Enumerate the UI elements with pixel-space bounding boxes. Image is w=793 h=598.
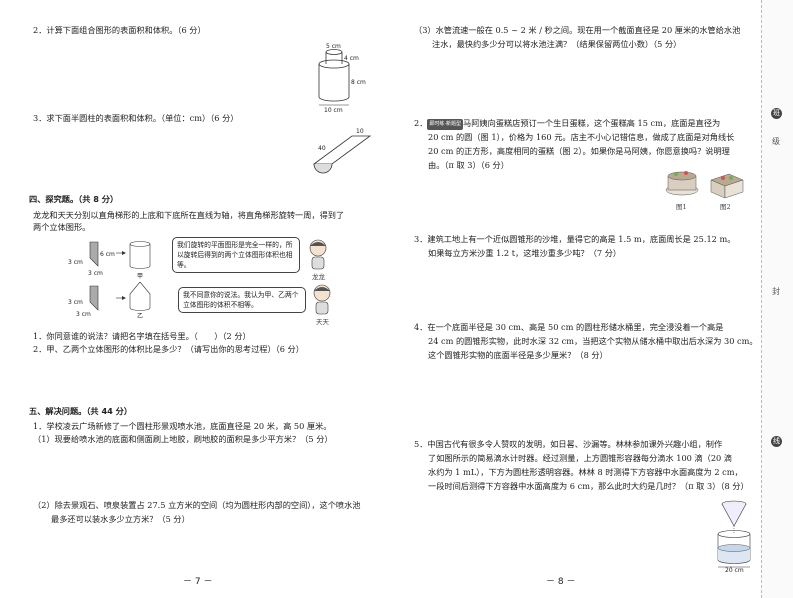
page-8: （3）水管流速一般在 0.5 ~ 2 米 / 秒之间。现在用一个截面直径是 20…	[396, 0, 761, 598]
gutter-mark-1: 班	[771, 108, 782, 119]
trap1-long: 6 cm	[100, 251, 115, 258]
question-2-text: 马阿姨向蛋糕店预订一个生日蛋糕，这个蛋糕高 15 cm，底面是直径为	[463, 118, 721, 128]
water-clock-figure: 20 cm	[717, 500, 751, 574]
top-diameter-label: 5 cm	[326, 43, 341, 50]
q1-part-3-line1: （3）水管流速一般在 0.5 ~ 2 米 / 秒之间。现在用一个截面直径是 20…	[414, 25, 741, 35]
longlong-name: 龙龙	[312, 273, 325, 281]
figure-2-caption: 图2	[720, 203, 731, 211]
question-2-line2: 20 cm 的圆（图 1），价格为 160 元。店主不小心记错信息，做成了底面是…	[428, 132, 735, 142]
trap2-short: 3 cm	[76, 311, 91, 318]
length-label: 40	[318, 145, 326, 152]
question-4-line2: 24 cm 的圆锥形实物，此时水深 32 cm，当把这个实物从储水桶中取出后水深…	[428, 336, 758, 346]
question-3-line1: 3．建筑工地上有一个近似圆锥形的沙堆，量得它的高是 1.5 m，底面周长是 25…	[414, 234, 736, 244]
bottom-diameter-label: 10 cm	[324, 107, 343, 114]
diameter-label: 10	[356, 128, 364, 135]
section-4-intro-line1: 龙龙和天天分别以直角梯形的上底和下底所在直线为轴，将直角梯形旋转一周，得到了	[33, 210, 345, 220]
question-3-line2: 如果每立方米沙重 1.2 t，这堆沙重多少吨？（7 分）	[428, 248, 622, 258]
section-4-heading: 四、探究题。（共 8 分）	[29, 194, 119, 204]
square-cake-image	[710, 173, 744, 199]
question-2-line3: 20 cm 的正方形，高度相同的蛋糕（图 2）。如果你是马阿姨，你愿意换吗？说明…	[428, 146, 730, 156]
page-7: 2．计算下面组合图形的表面积和体积。（6 分） 5 cm 4 cm 8 cm 1…	[0, 0, 396, 598]
question-4-line3: 这个圆锥形实物的底面半径是多少厘米？（8 分）	[428, 350, 608, 360]
section-4-question-2: 2．甲、乙两个立体图形的体积比是多少？（请写出你的思考过程）（6 分）	[33, 344, 304, 354]
question-2-number: 2．	[414, 118, 428, 128]
figure-1-caption: 图1	[676, 203, 687, 211]
page-number-right: － 8 －	[546, 577, 576, 587]
gutter-mark-2: 级	[772, 137, 780, 146]
longlong-avatar	[309, 239, 327, 270]
question-5-line3: 水约为 1 mL），下方为圆柱形透明容器。林林 8 时测得下方容器中水面高度为 …	[428, 467, 743, 477]
q1-part-3-line2: 注水，最快约多少分可以将水池注满？（结果保留两位小数）（5 分）	[432, 39, 682, 49]
question-2-line4: 由。（π 取 3）（6 分）	[428, 160, 509, 170]
gutter-mark-4: 线	[771, 436, 782, 447]
label-yi: 乙	[137, 313, 143, 320]
water-clock-diameter: 20 cm	[725, 567, 744, 574]
question-5-line2: 了如图所示的简易滴水计时器。经过测量，上方圆锥形容器每分滴水 100 滴（20 …	[428, 453, 733, 463]
question-5-line1: 5．中国古代有很多令人赞叹的发明，如日晷、沙漏等。林林参加课外兴趣小组，制作	[414, 439, 723, 449]
new-type-tag: 即时练·新题型	[427, 118, 463, 130]
round-cake-image	[665, 171, 699, 196]
section-4-question-1: 1．你同意谁的说法？请把名字填在括号里。（ ）（2 分）	[33, 331, 251, 341]
question-2-line1: 2．即时练·新题型马阿姨向蛋糕店预订一个生日蛋糕，这个蛋糕高 15 cm，底面是…	[414, 118, 720, 130]
trap1-height: 3 cm	[68, 259, 83, 266]
question-2: 2．计算下面组合图形的表面积和体积。（6 分）	[33, 25, 206, 35]
question-4-line1: 4．在一个底面半径是 30 cm、高是 50 cm 的圆柱形储水桶里，完全浸没着…	[414, 322, 724, 332]
top-height-label: 4 cm	[344, 55, 359, 62]
trapezoid-rotation-figure: 3 cm 6 cm 3 cm 甲 3 cm 3 cm 乙	[68, 241, 151, 320]
binding-gutter: 班 级 封 线	[761, 0, 793, 598]
trap2-height: 3 cm	[68, 299, 83, 306]
section-4-intro-line2: 两个立体图形。	[33, 222, 91, 232]
question-5-line4: 一段时间后测得下方容器中水面高度为 6 cm，那么此时大约是几时？（π 取 3）…	[428, 481, 749, 491]
question-3: 3．求下面半圆柱的表面积和体积。（单位：cm）（6 分）	[33, 113, 239, 123]
combined-cylinder-figure: 5 cm 4 cm 8 cm 10 cm	[318, 43, 366, 114]
section-5-question-1-part-2-line2: 最多还可以装水多少立方米？（5 分）	[51, 514, 190, 524]
section-5-question-1-part-1: （1）现要给喷水池的底面和侧面刷上地胶，刷地胶的面积是多少平方米？（5 分）	[33, 434, 333, 444]
gutter-mark-3: 封	[772, 287, 780, 296]
section-5-question-1: 1．学校凌云广场新修了一个圆柱形景观喷水池，底面直径是 20 米，高 50 厘米…	[33, 421, 332, 431]
speech-bubble-tiantian: 我不同意你的说法。我认为甲、乙两个立体图形的体积不相等。	[178, 287, 306, 313]
section-5-heading: 五、解决问题。（共 44 分）	[29, 406, 133, 416]
page-number-left: － 7 －	[183, 577, 213, 587]
bottom-height-label: 8 cm	[351, 79, 366, 86]
half-cylinder-figure: 40 10	[312, 128, 372, 174]
tiantian-avatar	[313, 284, 331, 315]
trap1-short: 3 cm	[88, 270, 103, 277]
section-5-question-1-part-2-line1: （2）除去景观石、喷泉装置占 27.5 立方米的空间（均为圆柱形内部的空间），这…	[33, 500, 361, 510]
tiantian-name: 天天	[316, 318, 329, 326]
speech-bubble-longlong: 我们旋转的平面图形是完全一样的，所以旋转后得到的两个立体图形体积也相等。	[172, 237, 300, 273]
label-jia: 甲	[137, 273, 143, 280]
